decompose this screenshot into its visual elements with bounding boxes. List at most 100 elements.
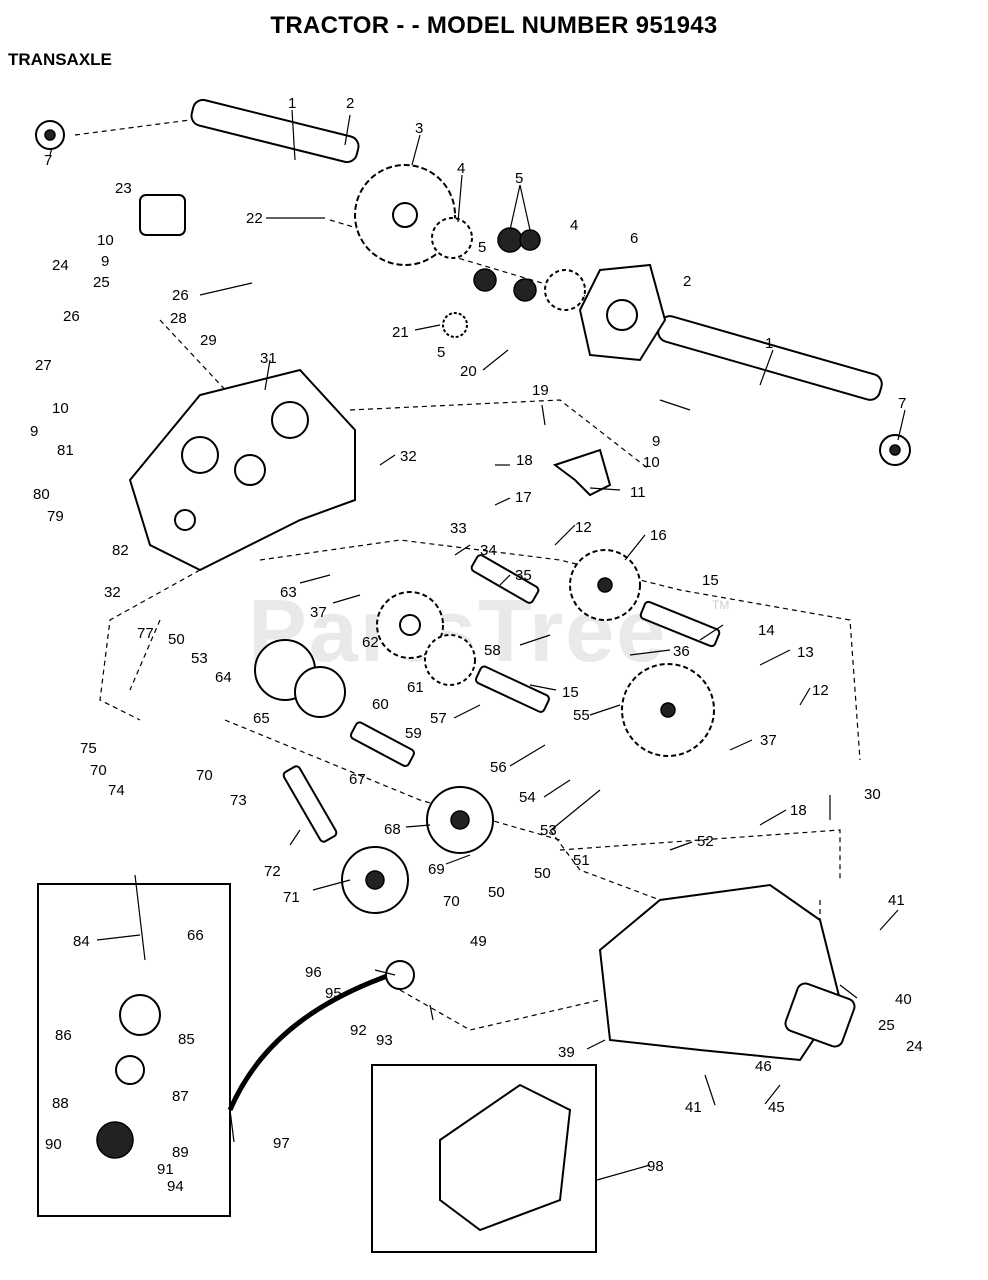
callout-64: 64: [215, 669, 232, 686]
callout-1: 1: [288, 95, 296, 112]
callout-29: 29: [200, 332, 217, 349]
callout-4: 4: [570, 217, 578, 234]
callout-25: 25: [93, 274, 110, 291]
callout-56: 56: [490, 759, 507, 776]
callout-70: 70: [196, 767, 213, 784]
callout-74: 74: [108, 782, 125, 799]
differential-gear: [354, 164, 456, 266]
callout-30: 30: [864, 786, 881, 803]
callout-2: 2: [683, 273, 691, 290]
callout-5: 5: [515, 170, 523, 187]
sprocket-61: [424, 634, 476, 686]
callout-82: 82: [112, 542, 129, 559]
callout-15: 15: [702, 572, 719, 589]
transmission-case-right: [598, 883, 856, 1062]
callout-52: 52: [697, 833, 714, 850]
callout-6: 6: [630, 230, 638, 247]
callout-25: 25: [878, 1017, 895, 1034]
callout-84: 84: [73, 933, 90, 950]
callout-37: 37: [760, 732, 777, 749]
callout-80: 80: [33, 486, 50, 503]
callout-4: 4: [457, 160, 465, 177]
sprocket-55: [621, 663, 715, 757]
callout-35: 35: [515, 567, 532, 584]
callout-33: 33: [450, 520, 467, 537]
callout-34: 34: [480, 542, 497, 559]
callout-71: 71: [283, 889, 300, 906]
part-callouts: 1 2 3 4 5 5 4 6 2 1 7 7 23 22 10 9 24 25…: [30, 95, 923, 1195]
callout-89: 89: [172, 1144, 189, 1161]
callout-53: 53: [191, 650, 208, 667]
page-title: TRACTOR - - MODEL NUMBER 951943: [270, 12, 718, 39]
sprocket-62: [376, 591, 444, 659]
callout-7: 7: [44, 152, 52, 169]
callout-65: 65: [253, 710, 270, 727]
callout-62: 62: [362, 634, 379, 651]
flange-bearing-left: [35, 120, 65, 150]
callout-19: 19: [532, 382, 549, 399]
transaxle-assembly-inset: [371, 1064, 597, 1253]
callout-24: 24: [52, 257, 69, 274]
callout-70: 70: [90, 762, 107, 779]
shift-lever-housing: [139, 194, 186, 236]
callout-77: 77: [137, 625, 154, 642]
callout-39: 39: [558, 1044, 575, 1061]
callout-57: 57: [430, 710, 447, 727]
transmission-case-left: [128, 368, 356, 572]
callout-12: 12: [812, 682, 829, 699]
shafts: [282, 554, 721, 843]
callout-15: 15: [562, 684, 579, 701]
callout-14: 14: [758, 622, 775, 639]
control-cable: [227, 960, 415, 1111]
callout-50: 50: [488, 884, 505, 901]
disc-65: [294, 666, 346, 718]
callout-37: 37: [310, 604, 327, 621]
callout-68: 68: [384, 821, 401, 838]
callout-75: 75: [80, 740, 97, 757]
bevel-gear-left: [431, 217, 473, 259]
callout-46: 46: [755, 1058, 772, 1075]
callout-40: 40: [895, 991, 912, 1008]
callout-60: 60: [372, 696, 389, 713]
callout-5: 5: [437, 344, 445, 361]
callout-10: 10: [97, 232, 114, 249]
axle-housing-flange: [578, 263, 667, 362]
section-title: TRANSAXLE: [8, 50, 112, 69]
callout-90: 90: [45, 1136, 62, 1153]
callout-81: 81: [57, 442, 74, 459]
callout-53: 53: [540, 822, 557, 839]
callout-70: 70: [443, 893, 460, 910]
callout-91: 91: [157, 1161, 174, 1178]
shift-control-inset: [37, 874, 231, 1217]
leader-lines: [49, 109, 906, 1181]
callout-87: 87: [172, 1088, 189, 1105]
callout-98: 98: [647, 1158, 664, 1175]
callout-31: 31: [260, 350, 277, 367]
callout-49: 49: [470, 933, 487, 950]
callout-24: 24: [906, 1038, 923, 1055]
callout-54: 54: [519, 789, 536, 806]
callout-36: 36: [673, 643, 690, 660]
callout-26: 26: [172, 287, 189, 304]
callout-2: 2: [346, 95, 354, 112]
callout-7: 7: [898, 395, 906, 412]
callout-1: 1: [765, 335, 773, 352]
callout-79: 79: [47, 508, 64, 525]
callout-86: 86: [55, 1027, 72, 1044]
callout-10: 10: [52, 400, 69, 417]
callout-59: 59: [405, 725, 422, 742]
callout-11: 11: [630, 484, 646, 501]
callout-41: 41: [888, 892, 905, 909]
watermark-tm: TM: [712, 598, 730, 612]
callout-97: 97: [273, 1135, 290, 1152]
callout-23: 23: [115, 180, 132, 197]
callout-85: 85: [178, 1031, 195, 1048]
axle-left: [190, 98, 360, 164]
callout-5: 5: [478, 239, 486, 256]
callout-69: 69: [428, 861, 445, 878]
callout-13: 13: [797, 644, 814, 661]
callout-21: 21: [392, 324, 409, 341]
callout-22: 22: [246, 210, 263, 227]
callout-12: 12: [575, 519, 592, 536]
